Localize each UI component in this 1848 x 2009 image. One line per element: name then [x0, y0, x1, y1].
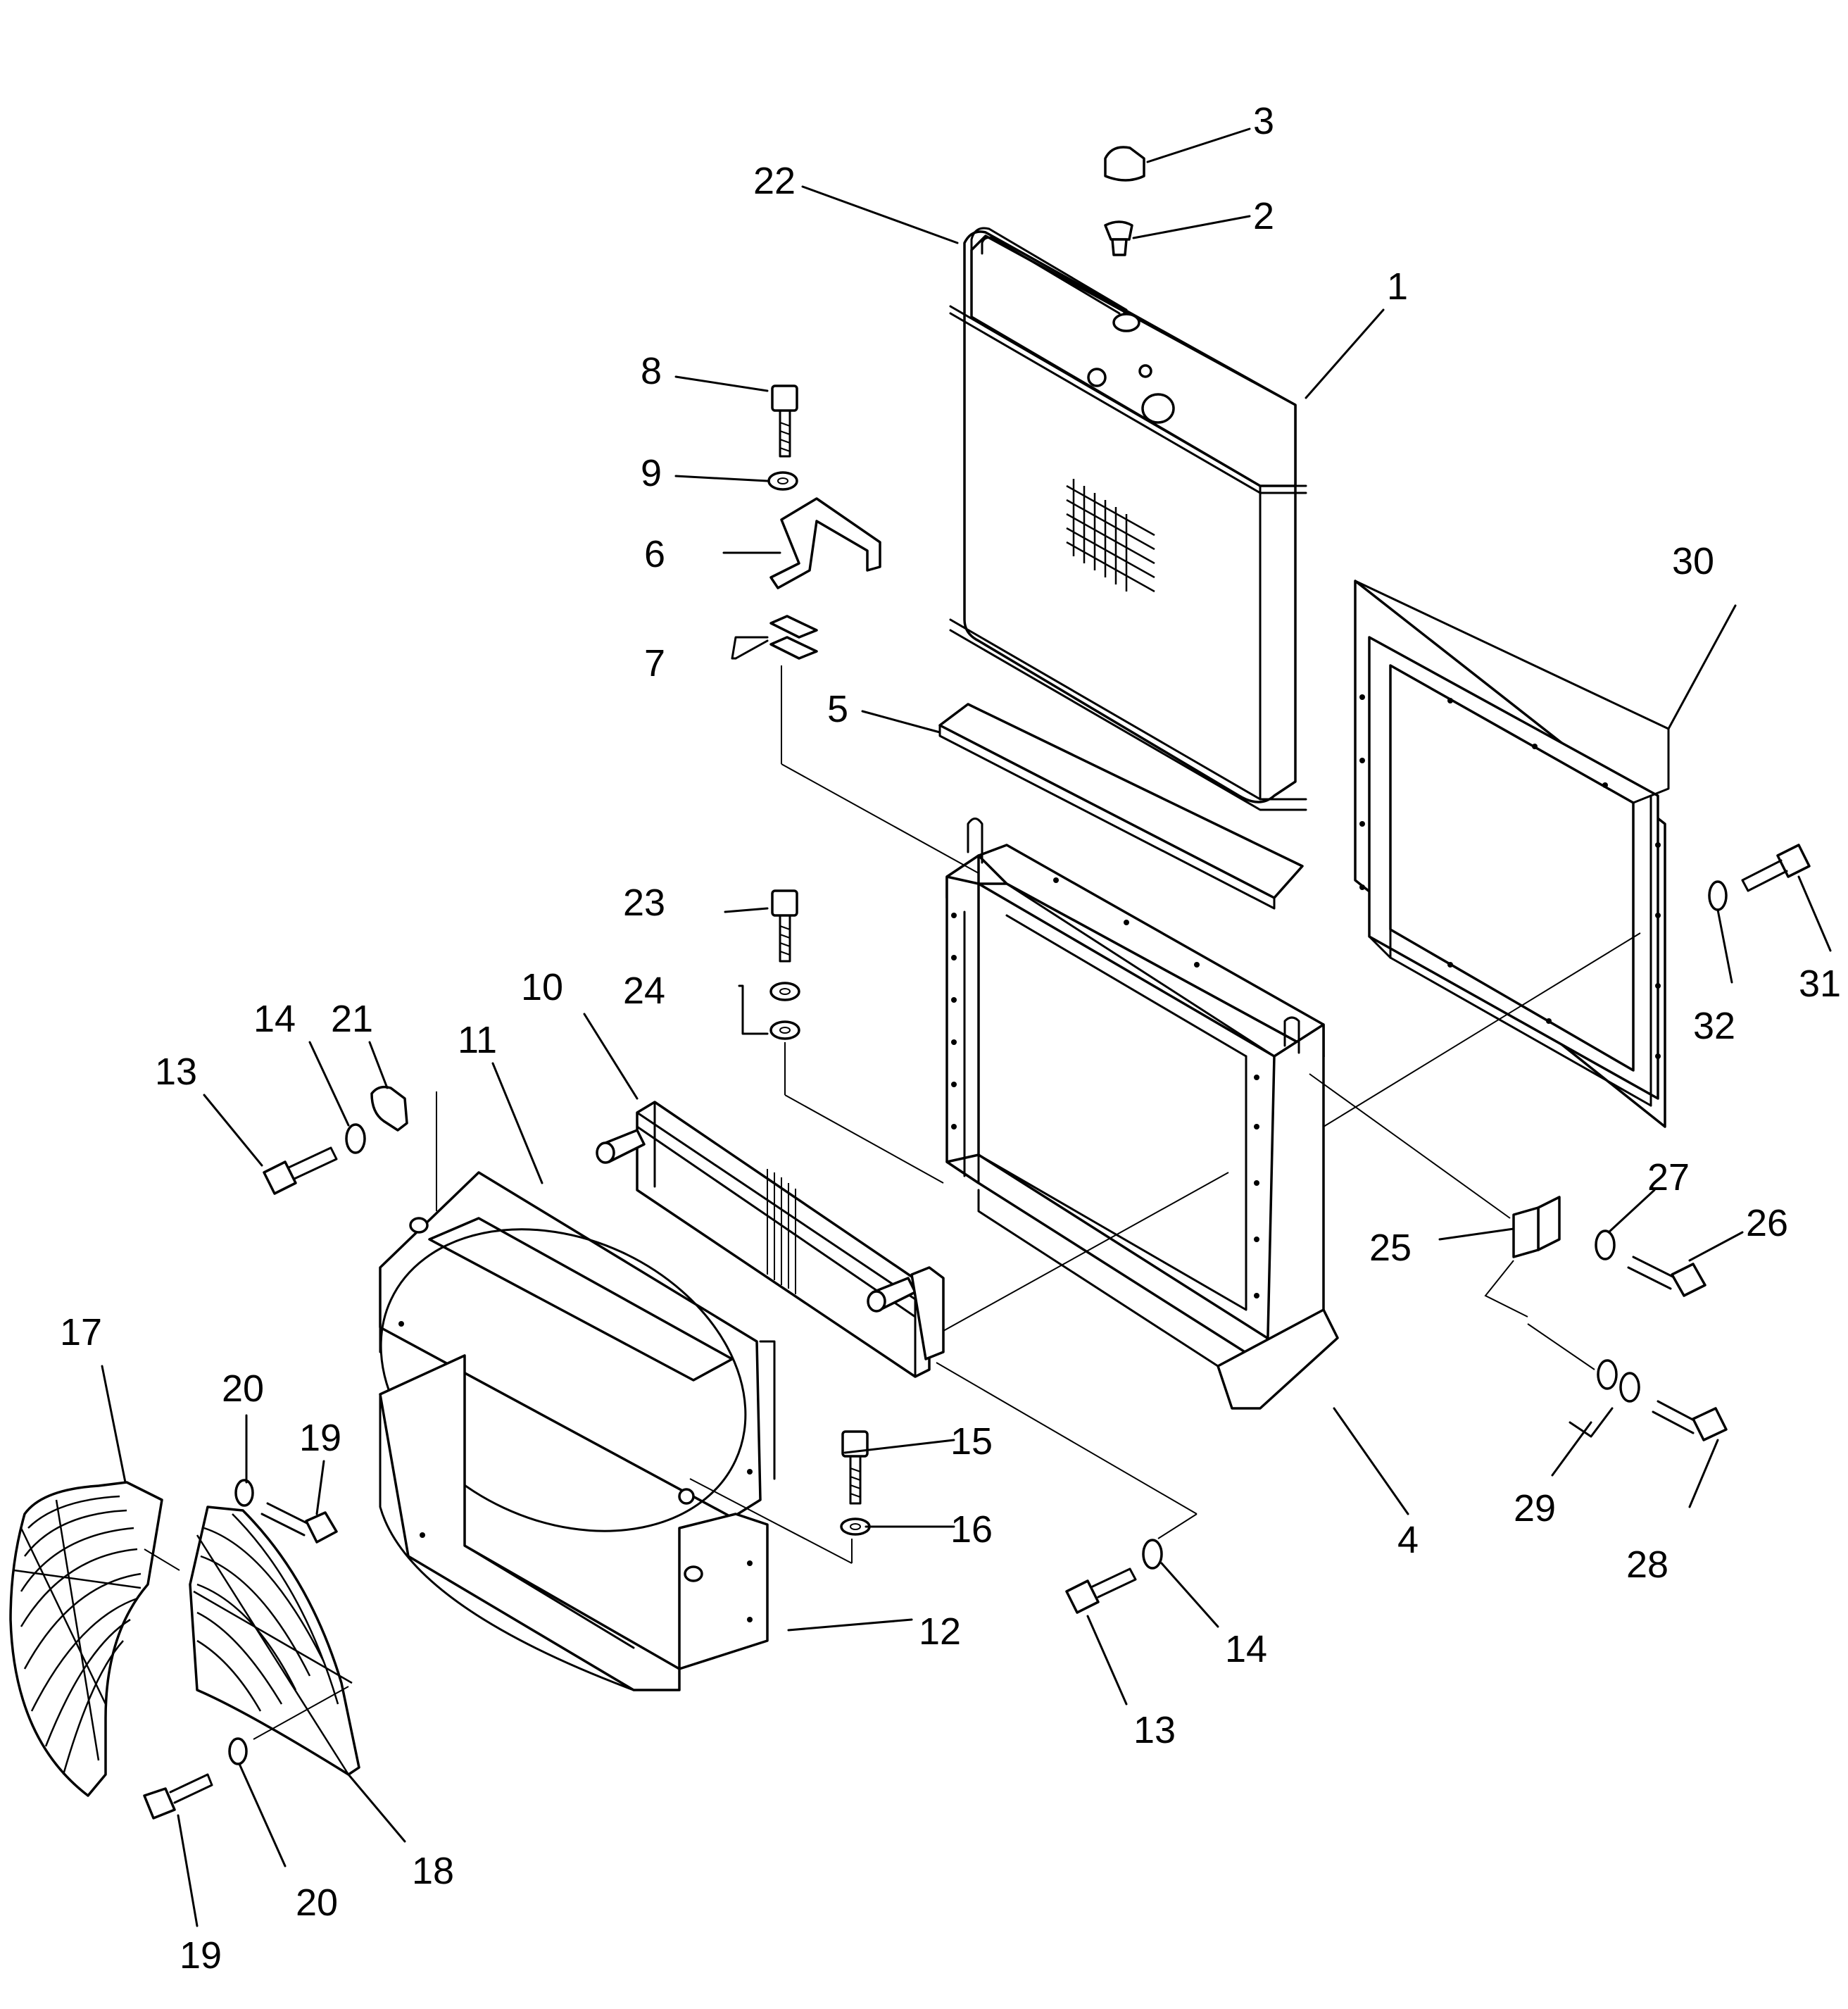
callout-6: 6: [644, 533, 665, 575]
fan-shroud: [379, 1171, 776, 1691]
callout-25: 25: [1369, 1227, 1412, 1269]
callout-28: 28: [1626, 1544, 1668, 1586]
callout-8: 8: [641, 350, 662, 392]
callout-30: 30: [1672, 540, 1714, 582]
callout-7: 7: [644, 642, 665, 684]
callout-26: 26: [1746, 1202, 1788, 1244]
callout-12: 12: [919, 1610, 961, 1653]
side-frame: [1354, 580, 1670, 1128]
callout-23: 23: [623, 882, 665, 924]
hardware: [143, 146, 1811, 1820]
callout-16: 16: [950, 1508, 993, 1551]
fan-guard-left: [9, 1481, 163, 1797]
callout-29: 29: [1514, 1487, 1556, 1529]
callout-27: 27: [1647, 1156, 1690, 1198]
callout-10: 10: [521, 966, 563, 1008]
oil-cooler: [596, 1101, 945, 1378]
callout-31: 31: [1799, 963, 1841, 1005]
seal-plate: [938, 703, 1304, 910]
callout-2: 2: [1253, 195, 1274, 237]
radiator-core: [949, 227, 1307, 811]
callout-21: 21: [331, 998, 373, 1040]
callout-17: 17: [60, 1311, 102, 1353]
callout-14-left: 14: [253, 998, 296, 1040]
callout-20-lower: 20: [296, 1882, 338, 1924]
fan-guard-right: [189, 1506, 360, 1776]
callout-11: 11: [458, 1019, 497, 1061]
callout-20-upper: 20: [222, 1368, 264, 1410]
callout-15: 15: [950, 1420, 993, 1463]
callout-24: 24: [623, 970, 665, 1012]
leader-lines: [101, 127, 1832, 1927]
callout-9: 9: [641, 452, 662, 494]
callout-22: 22: [753, 160, 796, 202]
callout-13-right: 13: [1133, 1709, 1176, 1751]
callout-labels: 1 2 3 4 5 6 7 8 9 10 11 12 13 13 14 14 1…: [60, 100, 1841, 1977]
callout-19-lower: 19: [180, 1934, 222, 1977]
callout-1: 1: [1387, 265, 1408, 308]
callout-3: 3: [1253, 100, 1274, 142]
callout-5: 5: [827, 688, 848, 730]
assembly-lines: [144, 665, 1641, 1740]
callout-13-left: 13: [155, 1051, 197, 1093]
callout-32: 32: [1693, 1005, 1735, 1047]
callout-19-upper: 19: [299, 1417, 341, 1459]
callout-4: 4: [1397, 1519, 1419, 1561]
callout-14-right: 14: [1225, 1628, 1267, 1670]
callout-18: 18: [412, 1850, 454, 1892]
radiator-frame: [945, 818, 1339, 1410]
